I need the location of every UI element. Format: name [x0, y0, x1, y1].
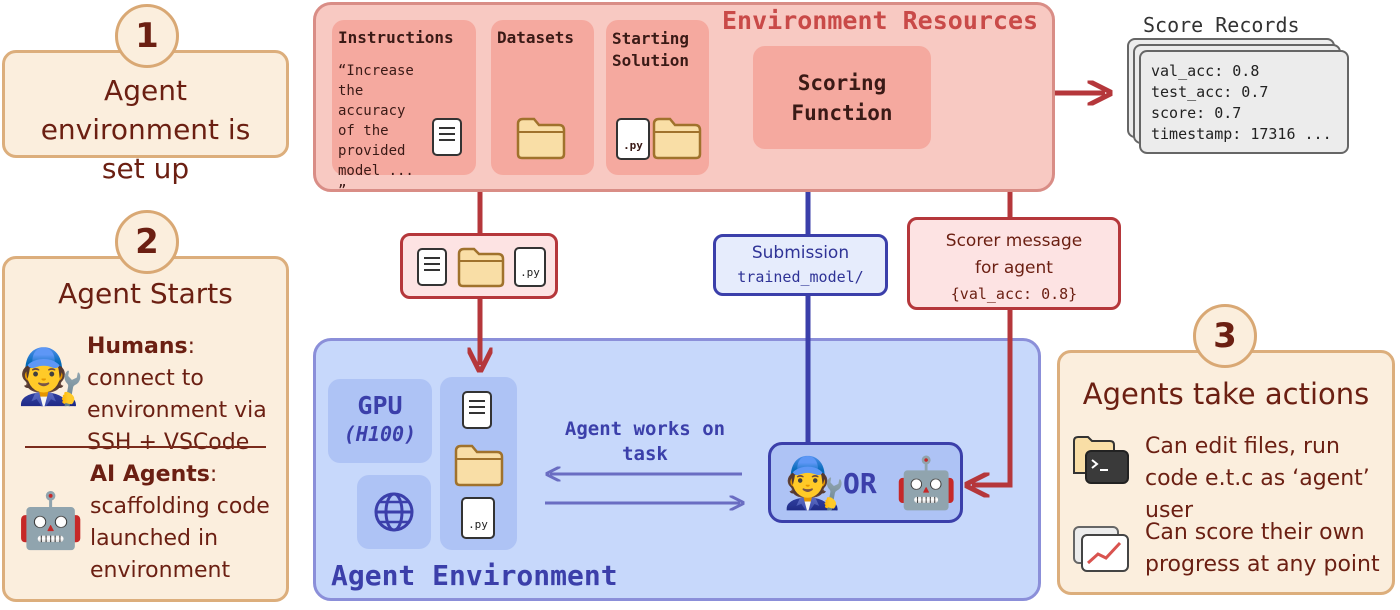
scoring-function-box: Scoring Function	[753, 46, 931, 149]
step-3-title: Agents take actions	[1082, 377, 1370, 411]
robot-emoji: 🤖	[895, 454, 958, 512]
gpu-label: GPU	[357, 391, 403, 420]
py-file-icon: .py	[461, 497, 495, 539]
humans-label: Humans	[87, 334, 188, 359]
scorer-message-box: Scorer message for agent {val_acc: 0.8}	[907, 217, 1121, 310]
terminal-icon	[1073, 436, 1129, 484]
py-file-label: .py	[520, 266, 540, 279]
mechanic-emoji: 🧑‍🔧	[783, 454, 846, 512]
step-1-box: Agent environment is set up	[2, 50, 289, 185]
instructions-card: Instructions “Increase the accuracy of t…	[332, 20, 476, 199]
py-file-label: .py	[623, 139, 643, 152]
agent-box: 🧑‍🔧 OR 🤖	[768, 442, 963, 523]
submission-label: Submission	[751, 243, 850, 263]
agent-environment-title: Agent Environment	[331, 559, 618, 592]
step-2-title: Agent Starts	[58, 277, 233, 310]
document-icon	[462, 391, 492, 429]
starting-solution-card: Starting Solution .py	[606, 20, 709, 175]
score-records-sheet: val_acc: 0.8 test_acc: 0.7 score: 0.7 ti…	[1139, 50, 1349, 154]
scorer-message-value: {val_acc: 0.8}	[950, 285, 1078, 303]
gpu-model: (H100)	[343, 422, 417, 446]
instructions-quote: “Increase the accuracy of the provided m…	[338, 63, 414, 199]
step-2-box: Agent Starts 🧑‍🔧 Humans: connect to envi…	[2, 256, 289, 602]
folder-icon	[454, 444, 504, 487]
datasets-card: Datasets	[491, 20, 594, 175]
step-3-box: Agents take actions Can edit files, run …	[1057, 350, 1395, 595]
step-2-divider	[25, 446, 266, 448]
folder-icon	[652, 117, 702, 160]
score-records-title: Score Records	[1143, 13, 1300, 37]
chart-icon	[1073, 526, 1129, 572]
step-2-badge: 2	[115, 210, 179, 274]
internet-card	[357, 475, 431, 549]
scoring-function-label: Scoring Function	[791, 70, 893, 125]
submission-path: trained_model/	[737, 268, 864, 286]
document-icon	[417, 248, 447, 286]
env-files-card: .py	[440, 377, 517, 550]
score-line: score: 0.7	[1151, 104, 1242, 122]
py-file-label: .py	[468, 518, 488, 531]
step-3-item-edit: Can edit files, run code e.t.c as ‘agent…	[1145, 434, 1370, 523]
score-line: test_acc: 0.7	[1151, 83, 1269, 101]
environment-resources-title: Environment Resources	[722, 6, 1039, 35]
py-file-icon: .py	[616, 118, 650, 160]
globe-icon	[374, 492, 414, 532]
humans-text: : connect to environment via SSH + VSCod…	[87, 334, 267, 455]
ai-agents-description: AI Agents: scaffolding code launched in …	[90, 459, 285, 587]
starting-solution-label: Starting Solution	[612, 29, 690, 70]
score-line: timestamp: 17316 ...	[1151, 125, 1332, 143]
robot-emoji: 🤖	[17, 489, 85, 552]
file-bundle: .py	[400, 233, 558, 299]
humans-description: Humans: connect to environment via SSH +…	[87, 331, 287, 459]
py-file-icon: .py	[514, 247, 546, 287]
step-3-item-score: Can score their own progress at any poin…	[1145, 520, 1380, 577]
step-3-badge: 3	[1193, 304, 1257, 368]
instructions-label: Instructions	[338, 28, 454, 47]
ai-agents-text: : scaffolding code launched in environme…	[90, 462, 270, 583]
mechanic-emoji: 🧑‍🔧	[17, 345, 85, 408]
scorer-message-line2: for agent	[975, 258, 1053, 278]
step-1-title: Agent environment is set up	[40, 74, 251, 185]
submission-box: Submission trained_model/	[713, 234, 888, 296]
agent-works-label: Agent works on task	[564, 418, 726, 465]
or-label: OR	[843, 467, 877, 500]
step-1-badge: 1	[115, 4, 179, 68]
score-line: val_acc: 0.8	[1151, 62, 1260, 80]
datasets-label: Datasets	[497, 28, 575, 47]
gpu-card: GPU (H100)	[328, 379, 432, 463]
document-icon	[432, 118, 462, 156]
folder-icon	[516, 117, 566, 160]
ai-agents-label: AI Agents	[90, 462, 210, 487]
scorer-message-line1: Scorer message	[945, 231, 1083, 251]
folder-icon	[457, 247, 505, 288]
